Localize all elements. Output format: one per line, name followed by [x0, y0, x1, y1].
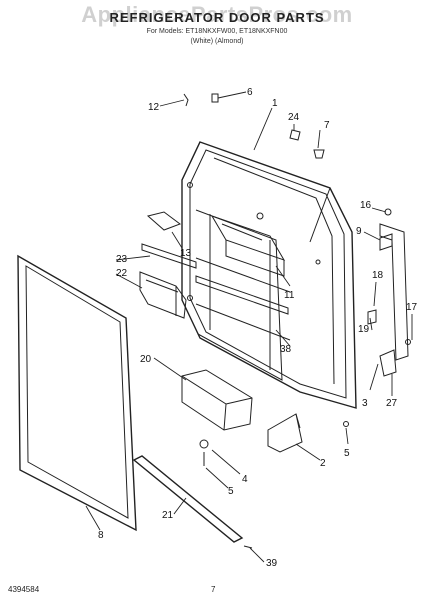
callout-label: 9: [356, 226, 362, 237]
handle-bracket: [267, 413, 303, 453]
door-gasket: [17, 254, 137, 532]
callout-label: 4: [242, 474, 248, 485]
model-numbers: For Models: ET18NKXFW00, ET18NKXFN00: [146, 28, 288, 35]
callout-label: 22: [116, 268, 128, 279]
callout-label: 18: [372, 270, 384, 281]
callout-label: 39: [266, 558, 278, 569]
callout-label: 8: [98, 530, 104, 541]
callout-label: 5: [228, 486, 234, 497]
page-number: 7: [211, 585, 216, 594]
diagram-title: REFRIGERATOR DOOR PARTS: [109, 10, 325, 25]
callout-label: 21: [162, 510, 174, 521]
dairy-compartment: [139, 271, 187, 319]
callout-label: 27: [386, 398, 398, 409]
lower-shelf-bar: [195, 275, 289, 315]
small-cover: [146, 211, 182, 231]
callout-label: 2: [320, 458, 326, 469]
callout-label: 17: [406, 302, 418, 313]
bottom-trim-strip: [132, 455, 244, 543]
callout-labels: 12 6 1 24 7 16 9 13 23 22 11 18 17 19 38…: [98, 87, 418, 569]
callout-label: 6: [247, 87, 253, 98]
small-hardware: [183, 93, 349, 549]
leader-lines: [85, 91, 413, 563]
door-bin: [181, 369, 253, 431]
callout-label: 5: [344, 448, 350, 459]
door-assembly: [181, 141, 357, 409]
hinge-parts: [367, 208, 411, 377]
shelf-bar: [141, 243, 197, 269]
watermark-text: AppliancePartsPros.com: [81, 2, 353, 27]
callout-label: 1: [272, 98, 278, 109]
model-colors: (White) (Almond): [190, 38, 244, 45]
callout-label: 12: [148, 102, 160, 113]
callout-label: 23: [116, 254, 128, 265]
callout-label: 11: [284, 290, 295, 301]
callout-label: 13: [180, 248, 192, 259]
callout-label: 24: [288, 112, 300, 123]
callout-label: 20: [140, 354, 152, 365]
callout-label: 7: [324, 120, 330, 131]
callout-label: 3: [362, 398, 368, 409]
callout-label: 38: [280, 344, 292, 355]
callout-label: 16: [360, 200, 372, 211]
document-number: 4394584: [8, 585, 40, 594]
callout-label: 19: [358, 324, 370, 335]
